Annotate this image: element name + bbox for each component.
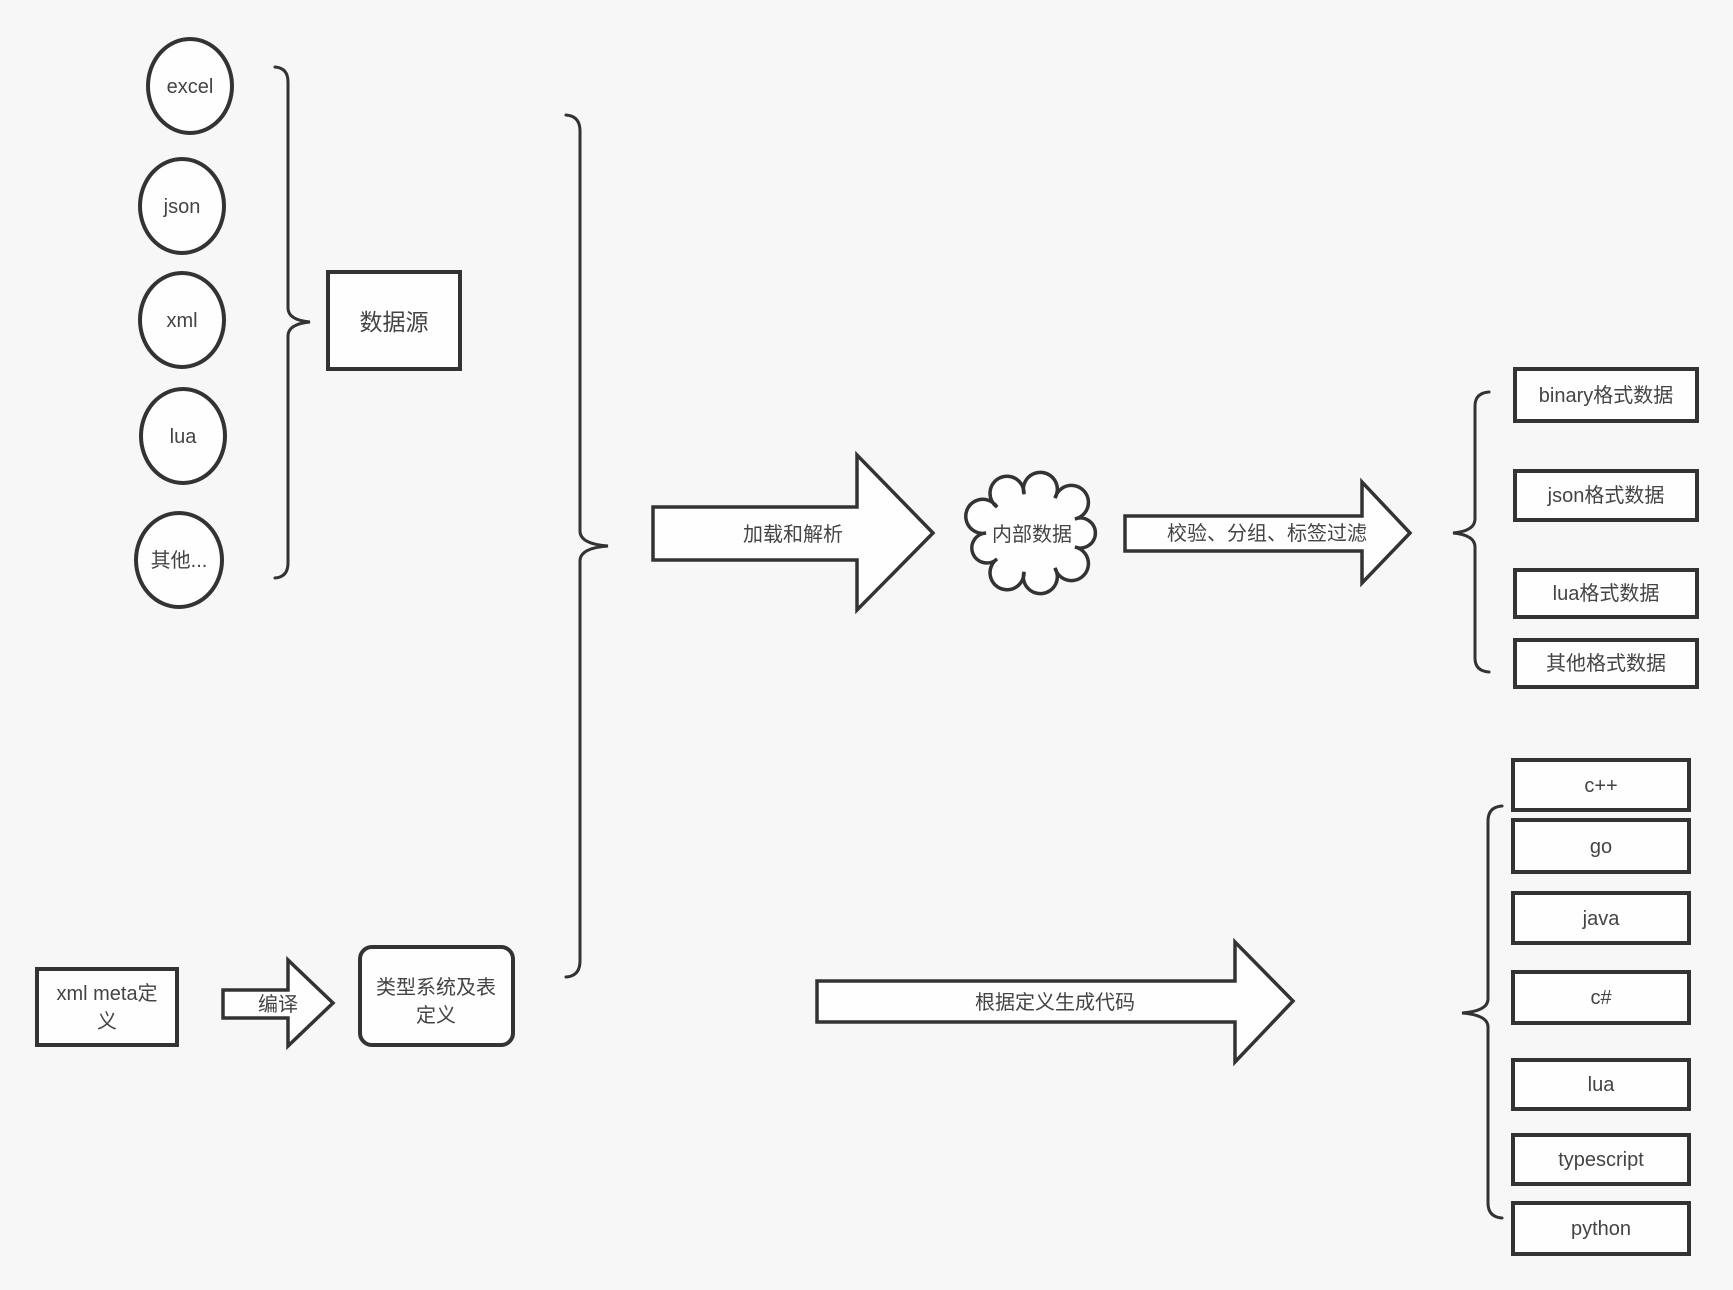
csharp-label: c#	[1590, 987, 1612, 1009]
go-rect	[1511, 818, 1691, 874]
languages-brace	[1461, 804, 1504, 1220]
xml-label: xml	[166, 310, 197, 332]
load-parse-label: 加载和解析	[743, 523, 843, 546]
json-ellipse	[138, 157, 226, 255]
cloud-shape	[964, 470, 1098, 596]
json-label: json	[163, 196, 201, 218]
binary-format-label: binary格式数据	[1539, 384, 1673, 407]
xml-ellipse	[138, 271, 226, 369]
language-box-java: java	[1511, 891, 1691, 945]
datasource-box: 数据源	[326, 270, 462, 371]
cpp-rect	[1511, 758, 1691, 812]
lua-lang-label: lua	[1588, 1074, 1616, 1096]
compile-label: 编译	[258, 993, 298, 1016]
source-node-lua: lua	[139, 387, 227, 485]
typescript-label: typescript	[1558, 1149, 1644, 1171]
language-box-lua: lua	[1511, 1058, 1691, 1111]
datasource-rect	[326, 270, 462, 371]
format-box-lua: lua格式数据	[1513, 568, 1699, 619]
python-rect	[1511, 1201, 1691, 1256]
pipeline-brace	[564, 113, 609, 979]
format-box-json: json格式数据	[1513, 469, 1699, 522]
language-box-csharp: c#	[1511, 970, 1691, 1025]
type-system-rect	[358, 945, 515, 1047]
load-parse-arrow-shape	[651, 450, 936, 615]
type-system-label-line1: 类型系统及表	[376, 976, 496, 999]
other-ellipse	[134, 511, 224, 609]
lua-ellipse	[139, 387, 227, 485]
go-label: go	[1590, 836, 1612, 858]
xml-meta-box: xml meta定 义	[35, 967, 179, 1047]
format-box-other: 其他格式数据	[1513, 638, 1699, 689]
lua-format-rect	[1513, 568, 1699, 619]
datasource-label: 数据源	[360, 309, 429, 335]
source-node-other: 其他...	[134, 511, 224, 609]
type-system-box: 类型系统及表 定义	[358, 945, 515, 1047]
typescript-rect	[1511, 1133, 1691, 1186]
language-box-cpp: c++	[1511, 758, 1691, 812]
filter-label: 校验、分组、标签过滤	[1167, 522, 1367, 545]
other-label: 其他...	[151, 549, 208, 572]
lua-lang-rect	[1511, 1058, 1691, 1111]
internal-data-cloud: 内部数据	[964, 470, 1098, 596]
other-format-rect	[1513, 638, 1699, 689]
xml-meta-label-line2: 义	[97, 1010, 117, 1033]
codegen-label: 根据定义生成代码	[975, 991, 1135, 1014]
load-parse-arrow: 加载和解析	[651, 450, 936, 615]
xml-meta-label-line1: xml meta定	[56, 982, 157, 1005]
language-box-go: go	[1511, 818, 1691, 874]
cloud-label: 内部数据	[992, 523, 1072, 546]
compile-arrow: 编译	[221, 955, 336, 1051]
cpp-label: c++	[1584, 775, 1617, 797]
java-rect	[1511, 891, 1691, 945]
binary-format-rect	[1513, 367, 1699, 423]
data-formats-brace	[1452, 390, 1491, 674]
python-label: python	[1571, 1218, 1631, 1240]
json-format-rect	[1513, 469, 1699, 522]
compile-arrow-shape	[221, 955, 336, 1051]
lua-label: lua	[170, 426, 198, 448]
source-node-excel: excel	[146, 37, 234, 135]
json-format-label: json格式数据	[1547, 484, 1665, 507]
type-system-label-line2: 定义	[416, 1004, 456, 1027]
java-label: java	[1582, 908, 1621, 930]
csharp-rect	[1511, 970, 1691, 1025]
codegen-arrow-shape	[815, 937, 1296, 1067]
lua-format-label: lua格式数据	[1553, 582, 1660, 605]
excel-ellipse	[146, 37, 234, 135]
source-node-json: json	[138, 157, 226, 255]
codegen-arrow: 根据定义生成代码	[815, 937, 1296, 1067]
xml-meta-rect	[35, 967, 179, 1047]
other-format-label: 其他格式数据	[1546, 652, 1666, 675]
excel-label: excel	[167, 76, 214, 98]
language-box-typescript: typescript	[1511, 1133, 1691, 1186]
format-box-binary: binary格式数据	[1513, 367, 1699, 423]
filter-arrow: 校验、分组、标签过滤	[1123, 477, 1413, 588]
language-box-python: python	[1511, 1201, 1691, 1256]
source-node-xml: xml	[138, 271, 226, 369]
filter-arrow-shape	[1123, 477, 1413, 588]
sources-brace	[273, 65, 311, 580]
